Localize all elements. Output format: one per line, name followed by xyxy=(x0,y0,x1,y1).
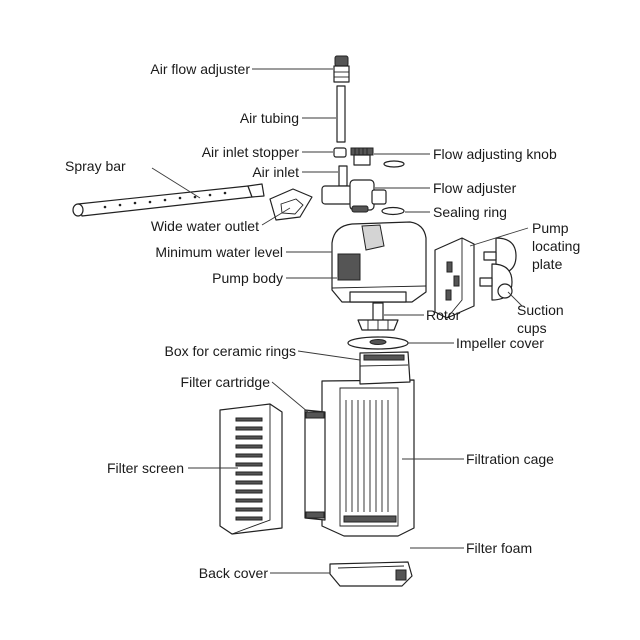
label-pump-locating-plate-line2: locating xyxy=(532,238,580,254)
flow-adjusting-knob-part xyxy=(350,147,374,166)
label-minimum-water-level: Minimum water level xyxy=(155,244,283,260)
label-flow-adjuster: Flow adjuster xyxy=(433,180,517,196)
label-sealing-ring: Sealing ring xyxy=(433,204,507,220)
label-filtration-cage: Filtration cage xyxy=(466,451,554,467)
label-air-tubing: Air tubing xyxy=(240,110,299,126)
suction-cups-part xyxy=(479,237,517,301)
spray-bar-part xyxy=(72,183,265,217)
label-pump-locating-plate-line3: plate xyxy=(532,256,563,272)
filtration-cage-part xyxy=(321,379,415,537)
air-inlet-stopper-part xyxy=(333,147,347,158)
label-filter-cartridge: Filter cartridge xyxy=(181,374,271,390)
leader-suction-cups xyxy=(507,291,523,307)
label-air-flow-adjuster: Air flow adjuster xyxy=(150,61,250,77)
flow-adjuster-part xyxy=(321,179,387,213)
rotor-part xyxy=(357,302,399,331)
label-pump-locating-plate-line1: Pump xyxy=(532,220,569,236)
label-box-for-ceramic-rings: Box for ceramic rings xyxy=(165,343,296,359)
label-wide-water-outlet: Wide water outlet xyxy=(151,218,259,234)
label-flow-adjusting-knob: Flow adjusting knob xyxy=(433,146,557,162)
label-pump-body: Pump body xyxy=(212,270,283,286)
air-inlet-part xyxy=(338,165,348,187)
pump-locating-plate-part xyxy=(434,237,475,319)
label-spray-bar: Spray bar xyxy=(65,158,126,174)
sealing-ring-part xyxy=(381,206,405,216)
leader-wide-water-outlet xyxy=(261,207,291,226)
back-cover-part xyxy=(329,561,413,587)
filter-screen-part xyxy=(219,403,283,535)
label-air-inlet: Air inlet xyxy=(252,164,299,180)
o-ring-upper xyxy=(383,160,405,168)
leader-pump-locating-plate xyxy=(469,227,529,247)
pump-body-part xyxy=(331,221,427,303)
label-air-inlet-stopper: Air inlet stopper xyxy=(202,144,300,160)
impeller-cover-part xyxy=(347,336,409,350)
label-impeller-cover: Impeller cover xyxy=(456,335,544,351)
label-filter-foam: Filter foam xyxy=(466,540,532,556)
filter-cartridge-part xyxy=(304,409,326,521)
label-filter-screen: Filter screen xyxy=(107,460,184,476)
label-suction-cups-line2: cups xyxy=(517,320,547,336)
ceramic-rings-box-part xyxy=(359,351,411,385)
wide-water-outlet-part xyxy=(269,188,313,221)
leader-spray-bar xyxy=(151,167,201,199)
label-back-cover: Back cover xyxy=(199,565,269,581)
label-rotor: Rotor xyxy=(426,307,461,323)
leader-box-for-ceramic-rings xyxy=(297,350,361,361)
air-tubing-part xyxy=(336,85,346,143)
air-flow-adjuster-part xyxy=(333,55,350,83)
leader-filter-cartridge xyxy=(271,381,309,413)
label-suction-cups-line1: Suction xyxy=(517,302,564,318)
